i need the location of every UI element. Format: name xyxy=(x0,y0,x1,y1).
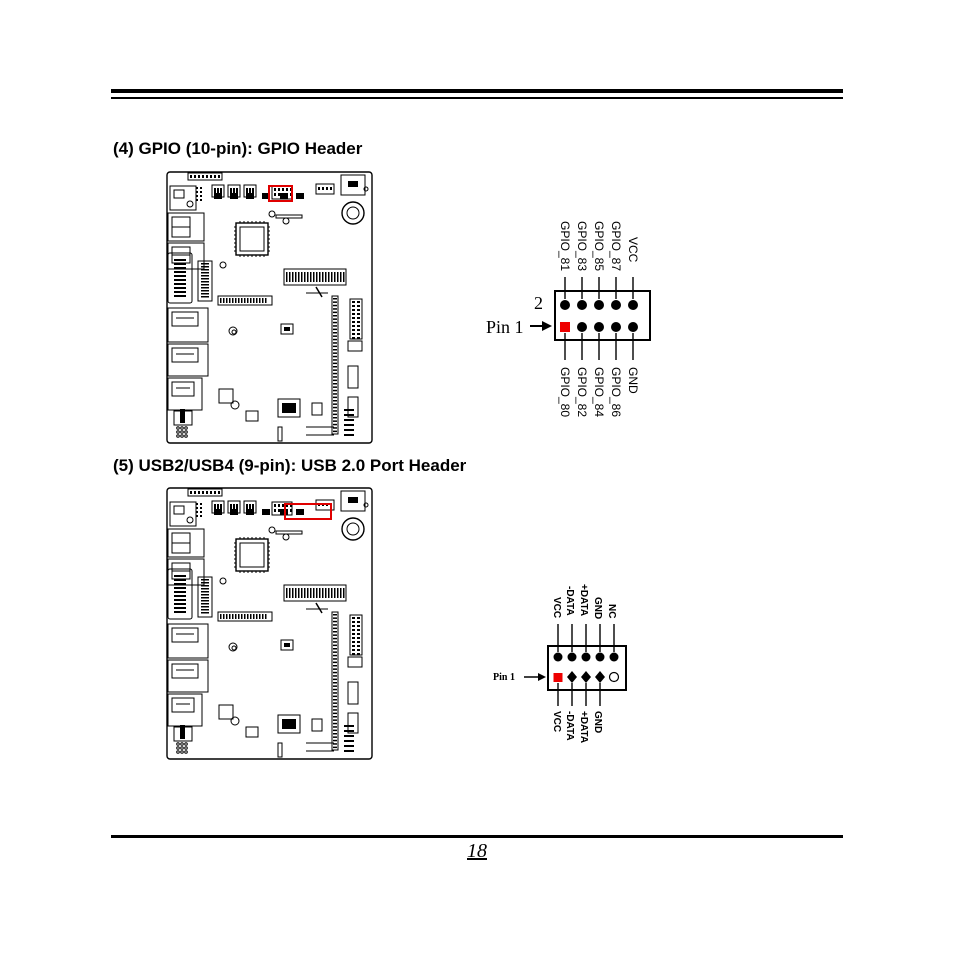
header-outline xyxy=(554,290,651,341)
board-diagram-usb xyxy=(166,487,373,760)
usb-bottom-label: +DATA xyxy=(578,711,589,743)
gpio-top-label: GPIO_87 xyxy=(609,221,623,271)
pin1-arrow xyxy=(530,321,552,331)
empty-pin xyxy=(608,671,620,683)
header-pin xyxy=(553,652,563,662)
board-diagram-gpio xyxy=(166,171,373,444)
usb-top-label: VCC xyxy=(551,597,562,618)
usb-section-heading: (5) USB2/USB4 (9-pin): USB 2.0 Port Head… xyxy=(113,456,467,475)
gpio-bottom-label: GND xyxy=(626,367,640,394)
gpio-bottom-label: GPIO_82 xyxy=(575,367,589,417)
usb-top-label: GND xyxy=(592,597,603,619)
header-pin xyxy=(609,652,619,662)
usb-header-highlight xyxy=(284,503,332,520)
gpio-top-label: GPIO_81 xyxy=(558,221,572,271)
header-pin xyxy=(577,300,587,310)
usb-top-label: NC xyxy=(606,604,617,618)
header-rule-thin xyxy=(111,97,843,99)
header-rule-thick xyxy=(111,89,843,93)
header-pin xyxy=(581,671,591,683)
header-pin xyxy=(595,652,605,662)
header-pin xyxy=(581,652,591,662)
gpio-top-label: GPIO_85 xyxy=(592,221,606,271)
gpio-bottom-label: GPIO_80 xyxy=(558,367,572,417)
header-pin xyxy=(611,300,621,310)
header-pin xyxy=(577,322,587,332)
gpio-header-highlight xyxy=(268,185,293,202)
page-number: 18 xyxy=(467,840,487,862)
pin-1-label: Pin 1 xyxy=(493,672,515,683)
usb-bottom-label: -DATA xyxy=(564,711,575,741)
usb-pinout-diagram: Pin 1 VCC -DATA +DATA GND NC VCC -DATA +… xyxy=(493,584,627,743)
gpio-section-heading: (4) GPIO (10-pin): GPIO Header xyxy=(113,139,363,158)
header-pin xyxy=(611,322,621,332)
pin-2-label: 2 xyxy=(534,293,543,313)
pin-1-label: Pin 1 xyxy=(486,317,524,337)
usb-top-label: +DATA xyxy=(578,584,589,616)
gpio-bottom-label: GPIO_84 xyxy=(592,367,606,417)
header-pin xyxy=(567,671,577,683)
header-pin xyxy=(595,671,605,683)
pin-1-marker xyxy=(560,322,570,332)
usb-bottom-label: GND xyxy=(592,711,603,733)
pin-1-marker xyxy=(553,673,563,682)
motherboard-layout xyxy=(166,171,373,444)
gpio-bottom-label: GPIO_86 xyxy=(609,367,623,417)
usb-top-label: -DATA xyxy=(564,586,575,616)
header-pin xyxy=(594,322,604,332)
header-outline xyxy=(547,645,627,691)
motherboard-layout xyxy=(166,487,373,760)
header-pin xyxy=(560,300,570,310)
footer-rule xyxy=(111,835,843,838)
pin1-arrow xyxy=(524,673,546,681)
header-pin xyxy=(594,300,604,310)
gpio-pinout-diagram: 2 Pin 1 GPIO_81 GPIO_83 GPIO_85 GPIO_87 … xyxy=(486,221,651,417)
gpio-top-label: GPIO_83 xyxy=(575,221,589,271)
header-pin xyxy=(628,322,638,332)
header-pin xyxy=(628,300,638,310)
gpio-top-label: VCC xyxy=(626,237,640,263)
header-pin xyxy=(567,652,577,662)
usb-bottom-label: VCC xyxy=(551,711,562,732)
